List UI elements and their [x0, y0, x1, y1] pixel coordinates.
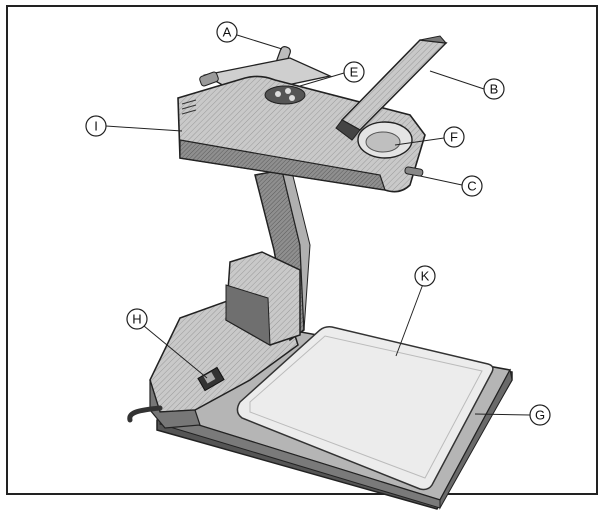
- callout-a: A: [216, 21, 283, 50]
- callout-g: G: [474, 404, 551, 426]
- callout-label: H: [132, 312, 141, 327]
- callout-e: E: [299, 61, 365, 87]
- callout-label: G: [535, 408, 545, 423]
- callout-f: F: [394, 126, 465, 148]
- callout-i: I: [85, 115, 183, 137]
- projector-head: [177, 35, 448, 193]
- callout-k: K: [395, 265, 436, 357]
- callout-label: B: [490, 82, 499, 97]
- callout-label: E: [350, 65, 359, 80]
- callout-b: B: [429, 70, 505, 100]
- stage-glass: [236, 326, 494, 491]
- callouts: A B C E F G H: [85, 21, 551, 426]
- callout-label: I: [94, 119, 98, 134]
- callout-label: A: [223, 25, 232, 40]
- callout-c: C: [419, 175, 483, 197]
- callout-h: H: [126, 308, 208, 379]
- callout-label: F: [450, 130, 458, 145]
- figure-border: [6, 5, 598, 495]
- arm-column: [225, 169, 311, 346]
- callout-label: C: [467, 179, 476, 194]
- callout-label: K: [421, 269, 430, 284]
